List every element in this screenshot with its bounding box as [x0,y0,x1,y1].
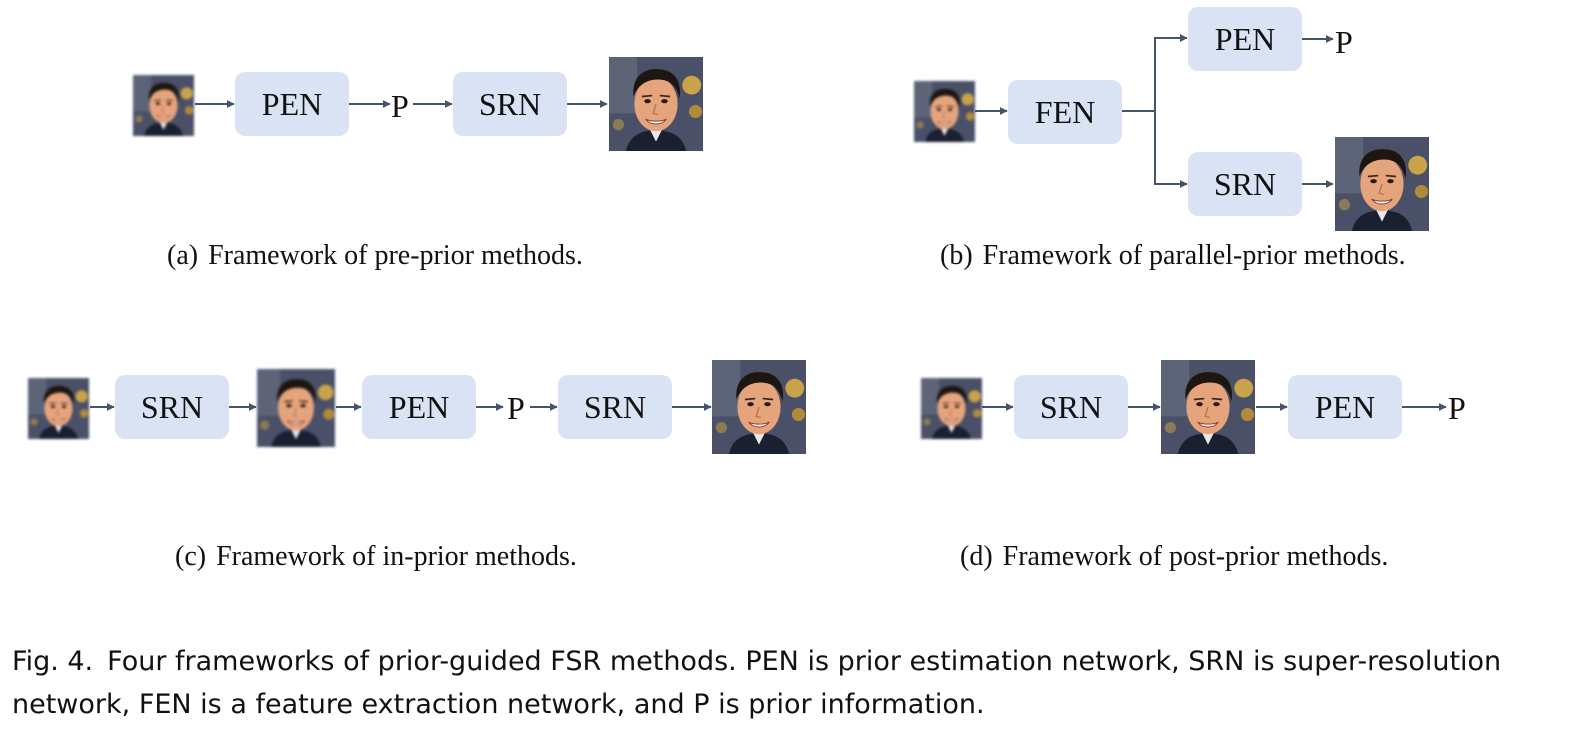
subcaption-label: (c) [175,541,207,572]
fen-box: FEN [1008,80,1122,144]
subcaption-label: (b) [940,240,973,271]
figure-caption: Fig. 4.Four frameworks of prior-guided F… [12,640,1592,726]
face-portrait-icon [609,57,703,151]
pen-box: PEN [235,72,349,136]
face-lr-image [914,81,975,142]
prior-label: P [1448,390,1466,426]
face-portrait-icon [1335,137,1429,231]
face-hr-image [712,360,806,454]
prior-label: P [507,390,525,426]
srn-box: SRN [115,375,229,439]
subcaption-d: (d) Framework of post-prior methods. [960,543,1388,571]
face-portrait-icon [921,378,982,439]
face-portrait-icon [133,75,194,136]
face-portrait-icon [914,81,975,142]
pen-box: PEN [1288,375,1402,439]
subcaption-label: (d) [960,541,993,572]
figure-number: Fig. 4. [12,646,94,677]
face-portrait-icon [257,369,335,447]
prior-label: P [391,88,409,124]
face-hr-image [1161,360,1255,454]
face-lr-image [133,75,194,136]
srn-box: SRN [558,375,672,439]
face-hr-image [609,57,703,151]
face-lr-image [921,378,982,439]
subcaption-label: (a) [167,240,199,271]
arrow-b-up [1154,34,1188,111]
figure-caption-text: Four frameworks of prior-guided FSR meth… [12,646,1502,720]
face-intermediate-image [257,369,335,447]
pen-box: PEN [362,375,476,439]
srn-box: SRN [1188,152,1302,216]
srn-box: SRN [1014,375,1128,439]
subcaption-text: Framework of post-prior methods. [1002,541,1389,572]
face-lr-image [28,378,89,439]
face-portrait-icon [1161,360,1255,454]
prior-label: P [1335,24,1353,60]
subcaption-text: Framework of pre-prior methods. [208,240,583,271]
subcaption-c: (c) Framework of in-prior methods. [175,543,577,571]
subcaption-b: (b) Framework of parallel-prior methods. [940,242,1406,270]
face-hr-image [1335,137,1429,231]
face-portrait-icon [712,360,806,454]
subcaption-text: Framework of in-prior methods. [216,541,577,572]
subcaption-a: (a) Framework of pre-prior methods. [167,242,583,270]
pen-box: PEN [1188,7,1302,71]
subcaption-text: Framework of parallel-prior methods. [982,240,1406,271]
arrow-b-down [1154,111,1188,188]
srn-box: SRN [453,72,567,136]
face-portrait-icon [28,378,89,439]
